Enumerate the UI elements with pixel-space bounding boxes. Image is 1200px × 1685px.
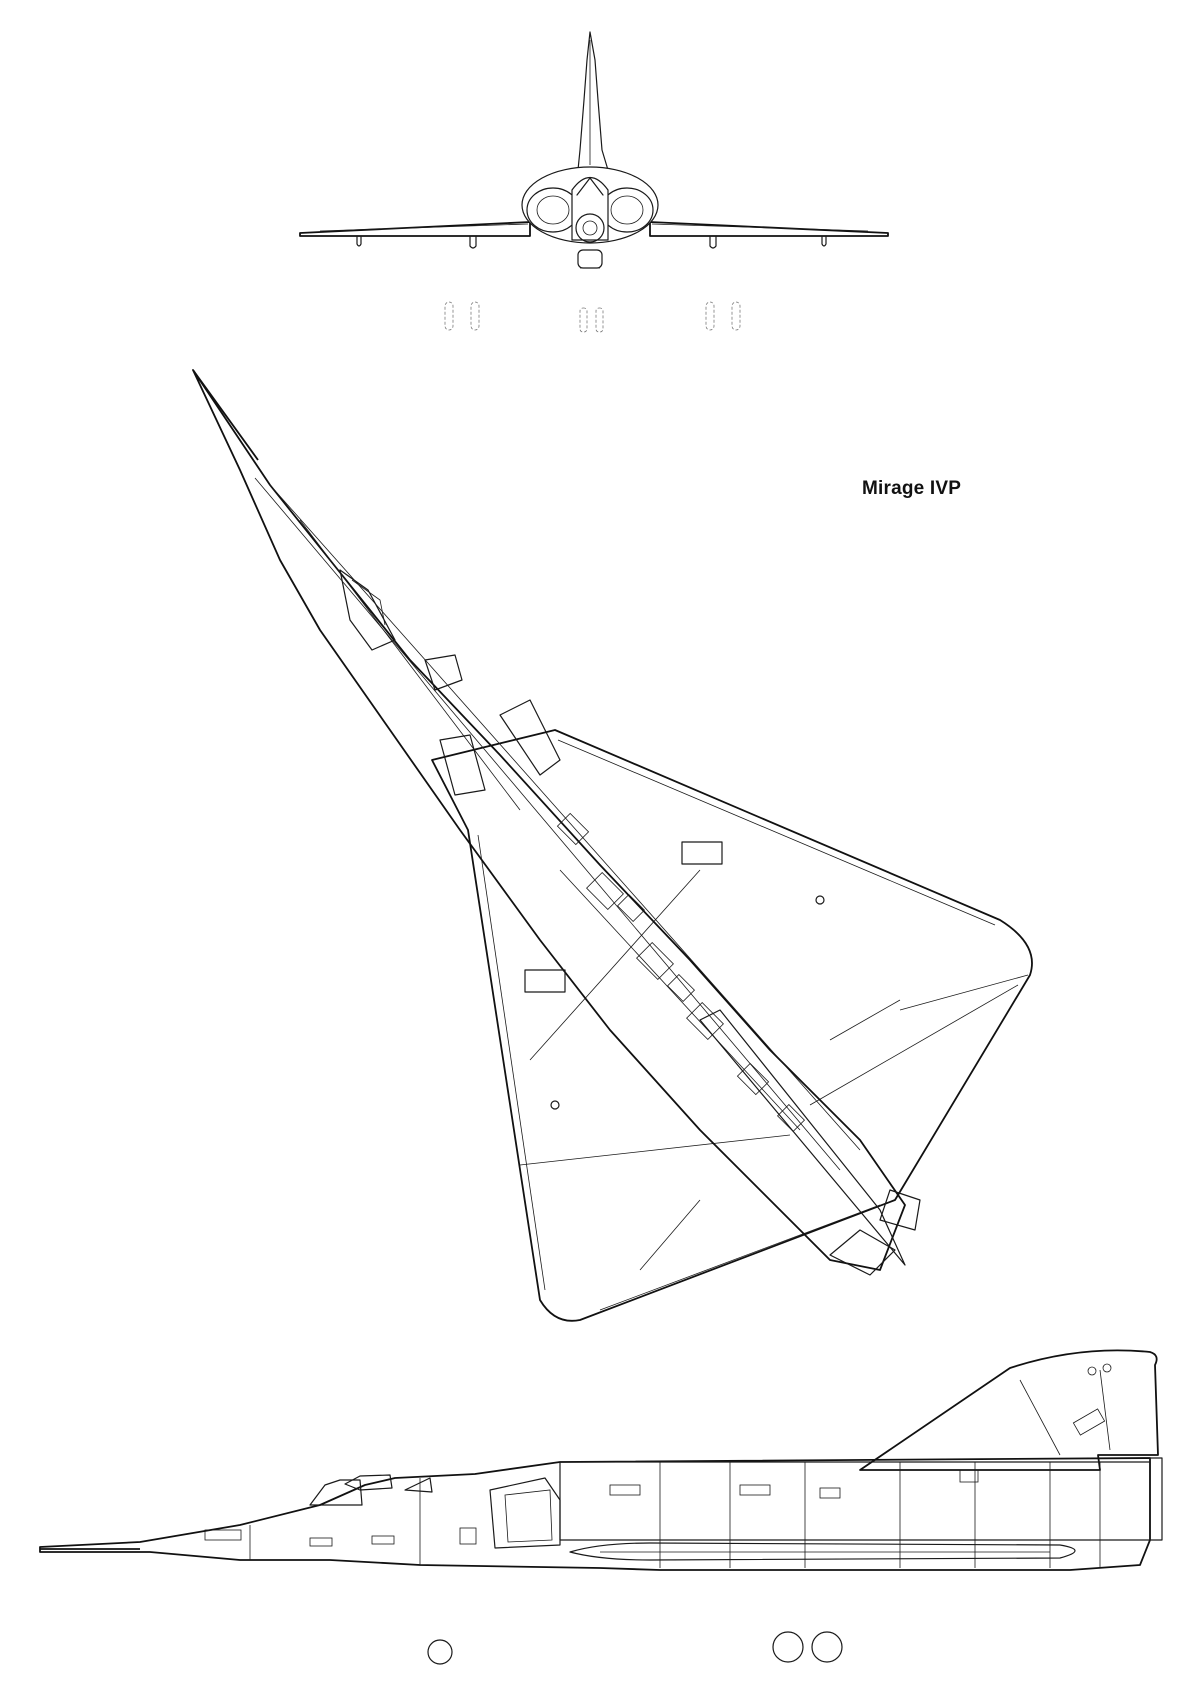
aircraft-title: Mirage IVP [862,478,962,499]
plan-view [192,369,1033,1322]
front-view [299,31,889,333]
side-view [39,1349,1163,1665]
